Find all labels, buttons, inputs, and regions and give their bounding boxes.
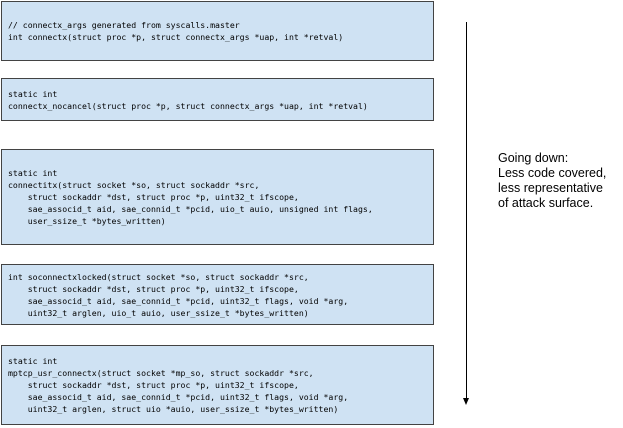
code-line: int connectx(struct proc *p, struct conn… [8, 32, 344, 42]
code-line: connectx_nocancel(struct proc *p, struct… [8, 100, 368, 111]
code-line: uint32_t arglen, struct uio *auio, user_… [8, 404, 339, 414]
code-line: user_ssize_t *bytes_written) [8, 216, 166, 226]
code-line: sae_associd_t aid, sae_connid_t *pcid, u… [8, 295, 349, 306]
code-snippet: static int mptcp_usr_connectx(struct sock… [8, 355, 348, 415]
code-line: struct sockaddr *dst, struct proc *p, ui… [8, 192, 299, 202]
code-snippet: int soconnectxlocked(struct socket *so, … [8, 271, 348, 319]
code-box-connectitx: static int connectitx(struct socket *so, … [1, 149, 434, 245]
code-box-connectx: // connectx_args generated from syscalls… [1, 1, 434, 61]
code-line: sae_associd_t aid, sae_connid_t *pcid, u… [8, 204, 373, 214]
note-line: Going down: [498, 151, 569, 165]
code-box-mptcp-usr-connectx: static int mptcp_usr_connectx(struct sock… [1, 345, 434, 425]
code-box-soconnectxlocked: int soconnectxlocked(struct socket *so, … [1, 264, 434, 325]
code-line: static int [8, 356, 58, 366]
code-line: uint32_t arglen, uio_t auio, user_ssize_… [8, 307, 309, 318]
note-line: of attack surface. [498, 196, 594, 210]
code-line: static int [8, 88, 58, 99]
code-line: static int [8, 168, 58, 178]
note-line: Less code covered, [498, 166, 607, 180]
code-line: struct sockaddr *dst, struct proc *p, ui… [8, 283, 299, 294]
code-line: sae_associd_t aid, sae_connid_t *pcid, u… [8, 392, 349, 402]
code-line: // connectx_args generated from syscalls… [8, 20, 240, 30]
annotation-note: Going down: Less code covered, less repr… [498, 151, 606, 211]
note-line: less representative [498, 181, 603, 195]
code-snippet: // connectx_args generated from syscalls… [8, 19, 343, 43]
code-line: mptcp_usr_connectx(struct socket *mp_so,… [8, 368, 314, 378]
arrow-down-icon [463, 398, 469, 405]
code-snippet: static int connectitx(struct socket *so, … [8, 167, 373, 227]
code-line: int soconnectxlocked(struct socket *so, … [8, 271, 309, 282]
code-line: connectitx(struct socket *so, struct soc… [8, 180, 260, 190]
down-arrow-line [466, 22, 467, 400]
code-line: struct sockaddr *dst, struct proc *p, ui… [8, 380, 299, 390]
